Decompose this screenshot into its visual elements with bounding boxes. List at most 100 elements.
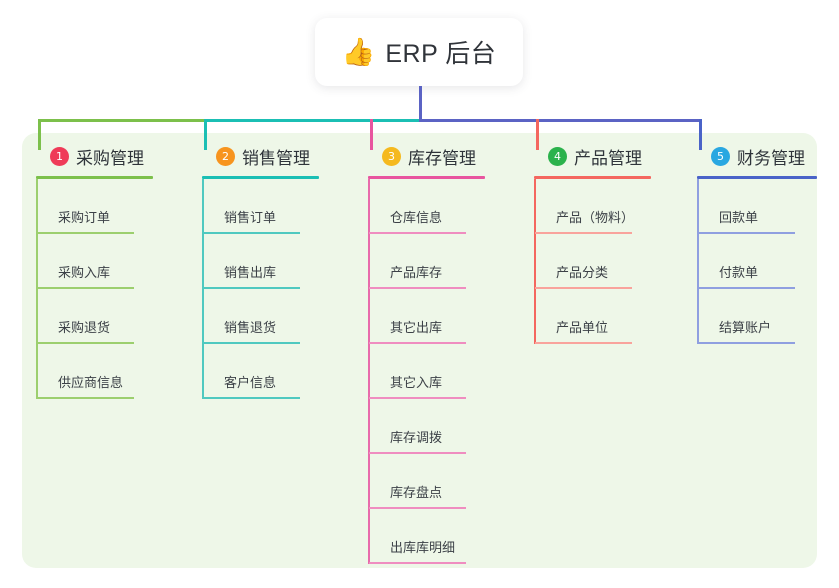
connector-drop-2 [204,119,207,150]
bus-segment-mid [204,119,422,122]
connector-drop-3 [370,119,373,150]
menu-item-label: 其它出库 [390,320,443,335]
menu-item[interactable]: 回款单 [697,179,837,234]
category-item-list: 采购订单采购入库采购退货供应商信息 [36,179,186,399]
menu-item-underline [369,562,466,564]
root-title: ERP 后台 [385,40,497,68]
menu-item-label: 销售退货 [224,320,277,335]
menu-item-underline [369,452,466,454]
category-header-5[interactable]: 5 财务管理 [697,143,837,169]
category-spine [36,179,38,399]
menu-item[interactable]: 结算账户 [697,289,837,344]
category-underline [202,176,319,179]
menu-item[interactable]: 销售出库 [202,234,352,289]
menu-item-underline [37,232,134,234]
category-spine [368,179,370,564]
category-header-1[interactable]: 1 采购管理 [36,143,186,169]
menu-item-label: 产品库存 [390,265,443,280]
category-title: 库存管理 [408,148,476,168]
menu-item-label: 采购退货 [58,320,111,335]
menu-item[interactable]: 采购退货 [36,289,186,344]
category-column-2: 2 销售管理销售订单销售出库销售退货客户信息 [202,143,352,399]
menu-item-underline [369,397,466,399]
menu-item-label: 供应商信息 [58,375,124,390]
menu-item-underline [369,287,466,289]
category-number-badge: 1 [50,146,69,166]
menu-item-underline [369,232,466,234]
menu-item-underline [369,507,466,509]
menu-item-underline [698,287,795,289]
menu-item[interactable]: 产品单位 [534,289,684,344]
root-stem [419,86,422,122]
menu-item-underline [37,342,134,344]
menu-item-label: 回款单 [719,210,759,225]
menu-item[interactable]: 库存调拨 [368,399,518,454]
menu-item-underline [369,342,466,344]
menu-item-underline [535,287,632,289]
category-underline [368,176,485,179]
category-underline [36,176,153,179]
menu-item-label: 库存调拨 [390,430,443,445]
category-header-4[interactable]: 4 产品管理 [534,143,684,169]
menu-item[interactable]: 采购订单 [36,179,186,234]
category-number-badge: 2 [216,146,235,166]
menu-item[interactable]: 产品库存 [368,234,518,289]
category-item-list: 仓库信息产品库存其它出库其它入库库存调拨库存盘点出库库明细 [368,179,518,564]
menu-item-label: 产品分类 [556,265,609,280]
menu-item-underline [535,342,632,344]
diagram-panel [22,133,817,568]
menu-item-underline [37,397,134,399]
menu-item-label: 采购入库 [58,265,111,280]
category-spine [202,179,204,399]
menu-item[interactable]: 客户信息 [202,344,352,399]
menu-item-label: 结算账户 [719,320,772,335]
category-spine [534,179,536,344]
category-column-4: 4 产品管理产品（物料） 产品分类产品单位 [534,143,684,344]
menu-item-underline [203,397,300,399]
menu-item[interactable]: 仓库信息 [368,179,518,234]
menu-item-label: 库存盘点 [390,485,443,500]
menu-item[interactable]: 产品（物料） [534,179,684,234]
menu-item-underline [535,232,632,234]
menu-item-label: 客户信息 [224,375,277,390]
menu-item-underline [698,232,795,234]
connector-drop-4 [536,119,539,150]
category-column-5: 5 财务管理回款单付款单结算账户 [697,143,837,344]
menu-item[interactable]: 其它出库 [368,289,518,344]
menu-item[interactable]: 库存盘点 [368,454,518,509]
category-title: 财务管理 [737,148,805,168]
menu-item-underline [203,342,300,344]
thumbs-up-icon: 👍 [341,36,376,67]
category-number-badge: 4 [548,146,567,166]
category-title: 销售管理 [242,148,310,168]
category-underline [534,176,651,179]
category-header-2[interactable]: 2 销售管理 [202,143,352,169]
category-number-badge: 5 [711,146,730,166]
menu-item[interactable]: 产品分类 [534,234,684,289]
menu-item[interactable]: 其它入库 [368,344,518,399]
category-item-list: 产品（物料） 产品分类产品单位 [534,179,684,344]
menu-item[interactable]: 出库库明细 [368,509,518,564]
root-node[interactable]: 👍 ERP 后台 [315,18,523,86]
category-item-list: 回款单付款单结算账户 [697,179,837,344]
menu-item[interactable]: 采购入库 [36,234,186,289]
connector-drop-5 [699,119,702,150]
menu-item-label: 其它入库 [390,375,443,390]
menu-item-label: 产品单位 [556,320,609,335]
menu-item-label: 产品（物料） [556,210,635,225]
menu-item-label: 付款单 [719,265,759,280]
menu-item-label: 销售订单 [224,210,277,225]
bus-segment-left [38,119,207,122]
menu-item[interactable]: 付款单 [697,234,837,289]
category-title: 采购管理 [76,148,144,168]
menu-item[interactable]: 供应商信息 [36,344,186,399]
category-title: 产品管理 [574,148,642,168]
menu-item-label: 出库库明细 [390,540,456,555]
menu-item-underline [698,342,795,344]
menu-item[interactable]: 销售订单 [202,179,352,234]
menu-item-underline [203,232,300,234]
category-item-list: 销售订单销售出库销售退货客户信息 [202,179,352,399]
menu-item[interactable]: 销售退货 [202,289,352,344]
